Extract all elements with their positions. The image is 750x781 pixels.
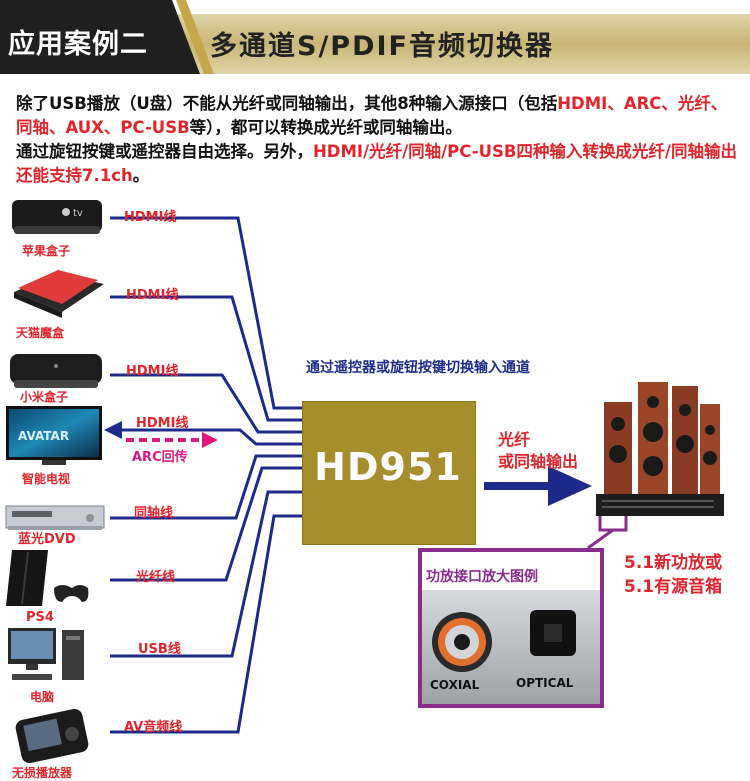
smart-tv-icon: AVATAR bbox=[6, 406, 102, 465]
zoom-panel-title: 功放接口放大图例 bbox=[426, 569, 538, 585]
intro-text: 除了USB播放（U盘）不能从光纤或同轴输出，其他8种输入源接口（包括HDMI、A… bbox=[16, 92, 738, 188]
arc-arrow-head bbox=[202, 432, 218, 448]
port-label-optical: OPTICAL bbox=[516, 676, 574, 690]
device-label-player: 无损播放器 bbox=[12, 766, 73, 780]
xiaomi-box-icon bbox=[10, 354, 102, 388]
device-label-ps4: PS4 bbox=[26, 610, 54, 625]
wire-xiaomi-box bbox=[110, 373, 302, 434]
wire-blu-ray bbox=[110, 454, 302, 520]
wire-smart-tv bbox=[118, 428, 302, 446]
device-label-apple-box: 苹果盒子 bbox=[22, 244, 71, 258]
intro-p1-b: HDMI、ARC、光纤、同轴、AUX、PC-USB bbox=[16, 94, 728, 137]
page-title: 多通道S/PDIF音频切换器 bbox=[210, 31, 554, 62]
wire-computer bbox=[110, 490, 302, 658]
cable-label-ps4: 光纤线 bbox=[136, 570, 176, 585]
tmall-box-icon bbox=[14, 270, 104, 318]
device-label-xiaomi-box: 小米盒子 bbox=[20, 390, 69, 404]
intro-p2-c: 。 bbox=[132, 166, 150, 185]
intro-p1-c: 等），都可以转换成光纤或同轴输出。 bbox=[189, 118, 462, 137]
lossless-player-icon bbox=[15, 708, 89, 764]
switch-instruction: 通过遥控器或旋钮按键切换输入通道 bbox=[306, 360, 530, 376]
amplifier-label-line1: 5.1新功放或 bbox=[624, 553, 723, 573]
device-label-computer: 电脑 bbox=[30, 690, 55, 704]
intro-p2-b: HDMI/光纤/同轴/PC-USB四种输入转换成光纤/同轴输出还能支持7.1ch bbox=[16, 142, 737, 185]
cable-label-blu-ray: 同轴线 bbox=[134, 506, 174, 521]
blu-ray-player-icon bbox=[5, 505, 105, 530]
cable-label-smart-tv: HDMI线 bbox=[136, 416, 189, 431]
tv-arrow-head bbox=[104, 421, 122, 439]
apple-tv-logo-text: tv bbox=[73, 208, 83, 219]
cable-label-computer: USB线 bbox=[138, 642, 181, 657]
arc-label: ARC回传 bbox=[132, 450, 188, 465]
output-label-line2: 或同轴输出 bbox=[498, 452, 579, 471]
speaker-system-icon bbox=[596, 382, 724, 516]
port-label-coaxial: COXIAL bbox=[430, 678, 480, 692]
ps4-console-icon bbox=[6, 550, 89, 606]
device-label-tmall-box: 天猫魔盒 bbox=[16, 326, 65, 340]
banner-title: 应用案例二 bbox=[8, 29, 148, 60]
intro-p1-a: 除了USB播放（U盘）不能从光纤或同轴输出，其他8种输入源接口（包括 bbox=[16, 94, 558, 113]
computer-icon bbox=[8, 628, 84, 680]
output-arrow-head bbox=[548, 466, 592, 506]
wire-tmall-box bbox=[110, 295, 302, 422]
cable-label-xiaomi-box: HDMI线 bbox=[126, 364, 179, 379]
wire-player bbox=[110, 514, 302, 734]
cable-label-apple-box: HDMI线 bbox=[124, 210, 177, 225]
intro-p2-a: 通过旋钮按键或遥控器自由选择。另外， bbox=[16, 142, 313, 161]
wire-ps4 bbox=[110, 466, 302, 582]
cable-label-player: AV音频线 bbox=[124, 720, 183, 735]
hd951-box bbox=[302, 401, 476, 545]
device-label-smart-tv: 智能电视 bbox=[22, 472, 71, 486]
device-label-blu-ray: 蓝光DVD bbox=[18, 532, 76, 547]
zoom-callout-line bbox=[587, 528, 614, 550]
header-band bbox=[0, 0, 750, 74]
output-label-line1: 光纤 bbox=[498, 430, 531, 449]
amplifier-label-line2: 5.1有源音箱 bbox=[624, 577, 723, 597]
hd951-label: HD951 bbox=[314, 445, 462, 489]
cable-label-tmall-box: HDMI线 bbox=[126, 288, 179, 303]
output-arrow-shaft bbox=[484, 482, 550, 490]
port-closeup-image bbox=[422, 590, 600, 704]
tv-screen-text: AVATAR bbox=[18, 429, 69, 443]
wire-apple-box bbox=[110, 216, 302, 410]
apple-tv-box-icon: tv bbox=[12, 200, 102, 234]
